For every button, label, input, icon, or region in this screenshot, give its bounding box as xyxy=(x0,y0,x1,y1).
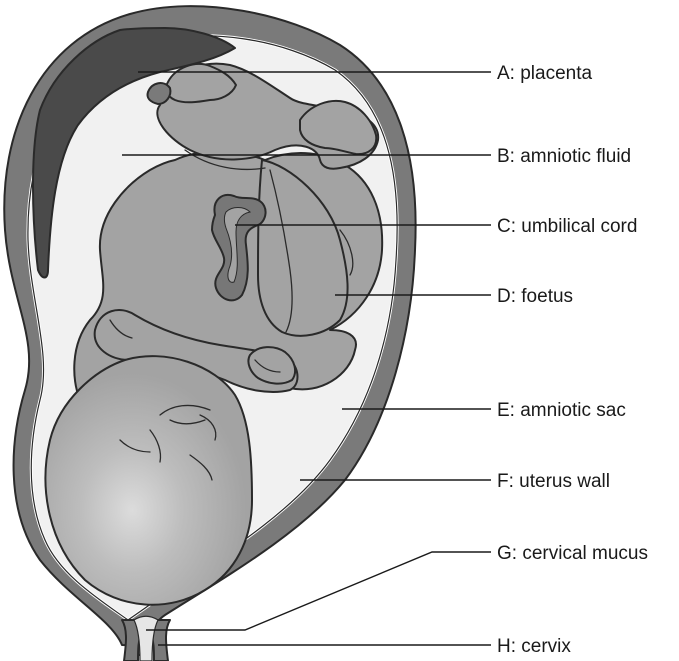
placenta-attachment xyxy=(147,83,170,104)
label-uterus-wall: F: uterus wall xyxy=(497,471,610,492)
label-placenta: A: placenta xyxy=(497,63,592,84)
label-foetus: D: foetus xyxy=(497,286,573,307)
label-cervical-mucus: G: cervical mucus xyxy=(497,543,648,564)
label-umbilical-cord: C: umbilical cord xyxy=(497,216,637,237)
foetus-head xyxy=(45,356,252,605)
label-amniotic-sac: E: amniotic sac xyxy=(497,400,626,421)
label-cervix: H: cervix xyxy=(497,636,571,657)
label-amniotic-fluid: B: amniotic fluid xyxy=(497,146,631,167)
